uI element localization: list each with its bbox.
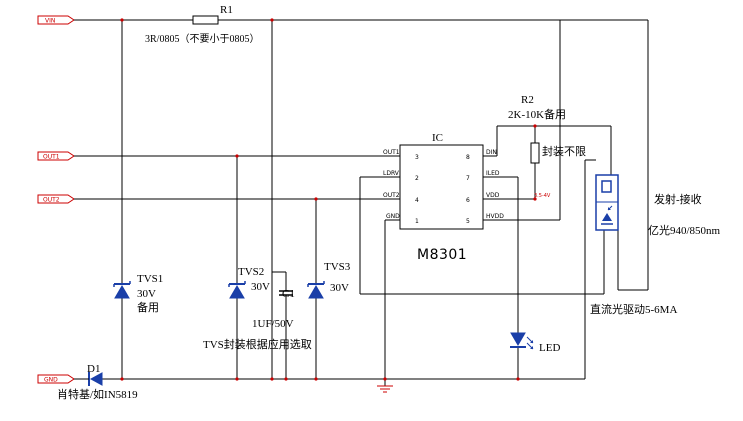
ic-pin3-num: 3 xyxy=(415,154,419,161)
wires xyxy=(74,19,649,386)
port-vin-label: VIN xyxy=(45,18,55,25)
junctions xyxy=(120,18,537,381)
d1-ref: D1 xyxy=(87,363,100,375)
ic-pin3-name: OUT1 xyxy=(383,149,400,156)
diode-d1: D1 肖特基/如IN5819 xyxy=(57,363,138,401)
resistor-r1: R1 3R/0805（不要小于0805） xyxy=(145,4,259,45)
tvs2-diode: TVS2 30V xyxy=(228,266,270,299)
resistor-r2: R2 2K-10K备用 封装不限 xyxy=(508,94,586,164)
ic-pin2-name: LDRV xyxy=(383,170,400,177)
ic-m8301: IC M8301 OUT1 3 LDRV 2 OUT2 4 GND 1 8 DI… xyxy=(383,132,551,263)
r2-value: 2K-10K备用 xyxy=(508,107,566,121)
tvs-package-note: TVS封装根据应用选取 xyxy=(203,337,312,351)
port-gnd: GND xyxy=(37,374,75,384)
ic-pin8-name: DIN xyxy=(486,149,497,156)
r1-ref: R1 xyxy=(220,4,233,16)
c1-value: 1UF/50V xyxy=(252,318,294,330)
ic-pin6-num: 6 xyxy=(466,197,470,204)
port-out2-label: OUT2 xyxy=(43,197,60,204)
ic-pin4-name: OUT2 xyxy=(383,192,400,199)
ic-pin5-name: HVDD xyxy=(486,213,504,220)
tvs1-diode: TVS1 30V 备用 xyxy=(113,273,163,314)
ic-pin7-name: ILED xyxy=(486,170,500,177)
tvs3-ref: TVS3 xyxy=(324,261,351,273)
port-gnd-label: GND xyxy=(44,377,58,384)
tvs1-note: 备用 xyxy=(137,300,159,314)
optics-drive: 直流光驱动5-6MA xyxy=(590,302,677,316)
ic-pin1-num: 1 xyxy=(415,218,419,225)
r2-ref: R2 xyxy=(521,94,534,106)
tvs3-diode: TVS3 30V xyxy=(307,261,351,299)
optics-label: 发射-接收 xyxy=(654,192,702,206)
ic-pin7-num: 7 xyxy=(466,175,470,182)
led-ref: LED xyxy=(539,342,560,354)
optical-pair: 发射-接收 亿光940/850nm 直流光驱动5-6MA xyxy=(590,174,721,316)
ic-pin1-name: GND xyxy=(386,213,400,220)
led-diode: LED xyxy=(510,332,560,354)
capacitor-c1: C1 1UF/50V xyxy=(252,271,295,330)
ic-pin6-name: VDD xyxy=(486,192,500,199)
ic-pin8-num: 8 xyxy=(466,154,470,161)
ic-pin2-num: 2 xyxy=(415,175,419,182)
port-out1: OUT1 xyxy=(37,151,75,161)
ic-pin4-num: 4 xyxy=(415,197,419,204)
port-out2: OUT2 xyxy=(37,194,75,204)
ic-pin5-num: 5 xyxy=(466,218,470,225)
tvs3-value: 30V xyxy=(330,282,349,294)
tvs2-value: 30V xyxy=(251,281,270,293)
d1-value: 肖特基/如IN5819 xyxy=(57,387,138,401)
port-out1-label: OUT1 xyxy=(43,154,60,161)
ic-part: M8301 xyxy=(417,247,467,263)
ground-symbol xyxy=(377,385,393,393)
tvs1-value: 30V xyxy=(137,288,156,300)
ic-ref: IC xyxy=(432,132,443,144)
r2-note: 封装不限 xyxy=(542,144,586,158)
optics-model: 亿光940/850nm xyxy=(648,223,721,237)
c1-ref: C1 xyxy=(282,288,295,300)
r1-value: 3R/0805（不要小于0805） xyxy=(145,33,259,45)
tvs2-ref: TVS2 xyxy=(238,266,264,278)
vdd-note: 3.5-4V xyxy=(534,193,551,199)
tvs1-ref: TVS1 xyxy=(137,273,163,285)
port-vin: VIN xyxy=(37,15,75,25)
